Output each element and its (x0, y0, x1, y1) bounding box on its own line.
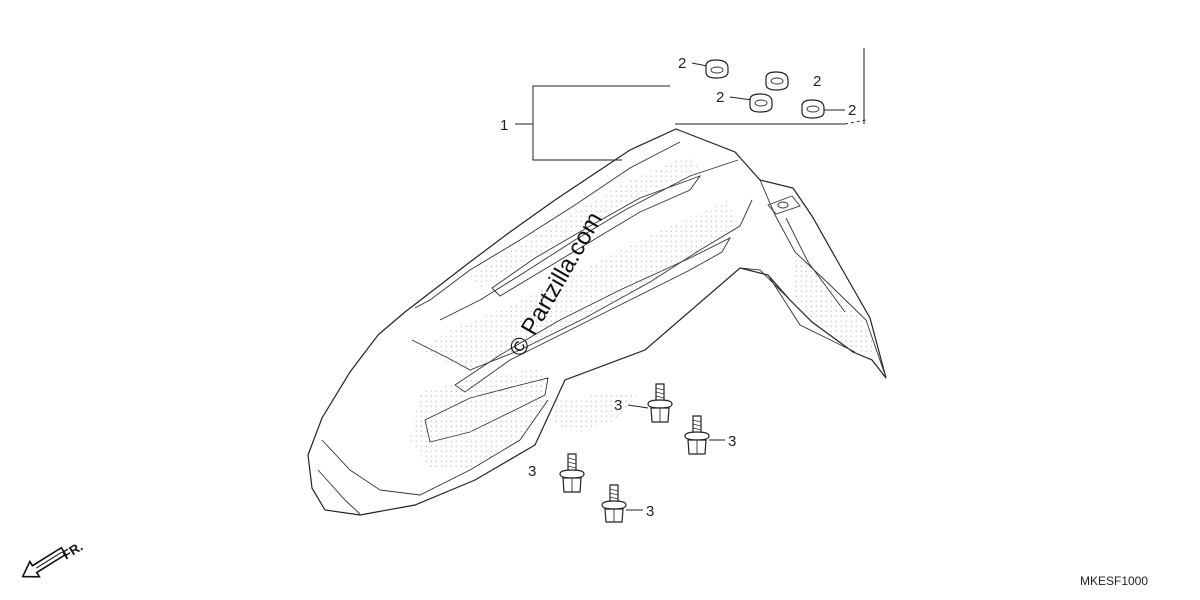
front-fender[interactable] (307, 128, 887, 516)
callout-1-label: 1 (500, 117, 508, 134)
clip-nut-b[interactable] (765, 71, 789, 91)
flange-bolt-d[interactable] (601, 484, 643, 523)
callout-2-label-a: 2 (678, 55, 686, 72)
flange-bolt-c[interactable] (559, 453, 585, 493)
front-direction-arrow-icon (21, 546, 67, 578)
flange-bolt-a[interactable] (627, 383, 673, 423)
callout-3-label-b: 3 (728, 433, 736, 450)
clip-nut-a[interactable] (691, 59, 729, 79)
callout-2-label-b: 2 (813, 73, 821, 90)
callout-2-label-d: 2 (848, 102, 856, 119)
callout-3-label-d: 3 (646, 503, 654, 520)
clip-nut-c[interactable] (729, 93, 773, 113)
clip-nut-d[interactable] (801, 99, 845, 119)
direction-label: FR. (60, 539, 86, 563)
callout-leader-1 (515, 48, 867, 161)
flange-bolt-b[interactable] (684, 415, 725, 455)
callout-3-label-c: 3 (528, 463, 536, 480)
diagram-code: MKESF1000 (1080, 574, 1148, 588)
callout-3-label-a: 3 (614, 397, 622, 414)
callout-2-label-c: 2 (716, 89, 724, 106)
